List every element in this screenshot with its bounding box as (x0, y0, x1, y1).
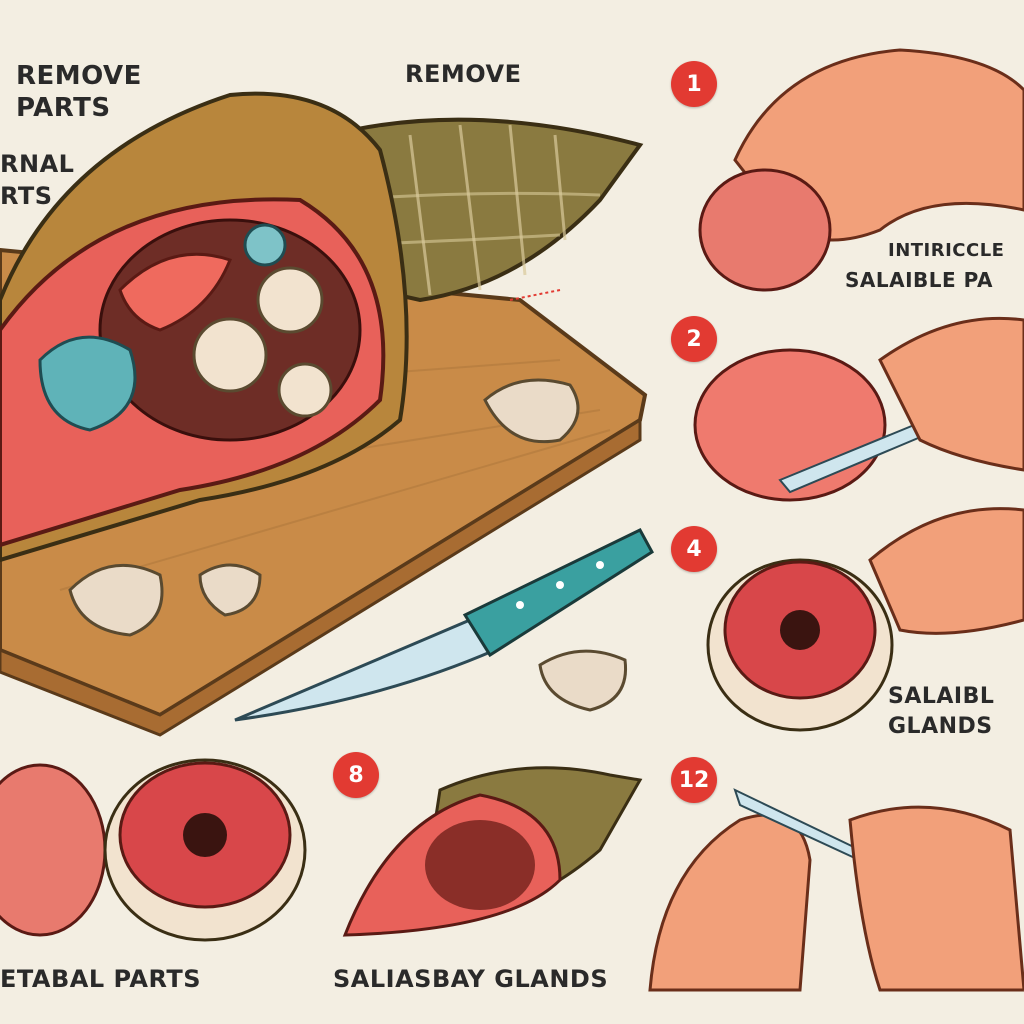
knife-large (234, 528, 654, 722)
label-remove: REMOVE (405, 60, 522, 88)
step-badge-1: 1 (671, 61, 717, 107)
step4-piece (706, 507, 1024, 732)
step-badge-12: 12 (671, 757, 717, 803)
step2-piece (693, 316, 1024, 502)
step12-hands (648, 788, 1024, 992)
label-salaibl-glands: SALAIBL GLANDS (888, 684, 995, 739)
label-remove-parts: REMOVE PARTS (16, 61, 142, 123)
conch-opened-body (0, 91, 409, 563)
small-conch (342, 766, 643, 937)
step-badge-8: 8 (333, 752, 379, 798)
bottom-left-pieces (0, 758, 307, 942)
label-intricle: INTIRICCLE (888, 240, 1005, 261)
board-pieces (68, 378, 628, 712)
label-etabal-parts: ETABAL PARTS (0, 965, 202, 993)
step-badge-4: 4 (671, 526, 717, 572)
leader-line (509, 289, 561, 301)
label-salable-pa: SALAIBLE PA (845, 268, 993, 292)
step1-hand (698, 48, 1024, 292)
label-saliasbay-glands: SALIASBAY GLANDS (333, 965, 609, 993)
step-badge-2: 2 (671, 316, 717, 362)
label-internal-parts: RNAL RTS (0, 150, 75, 210)
